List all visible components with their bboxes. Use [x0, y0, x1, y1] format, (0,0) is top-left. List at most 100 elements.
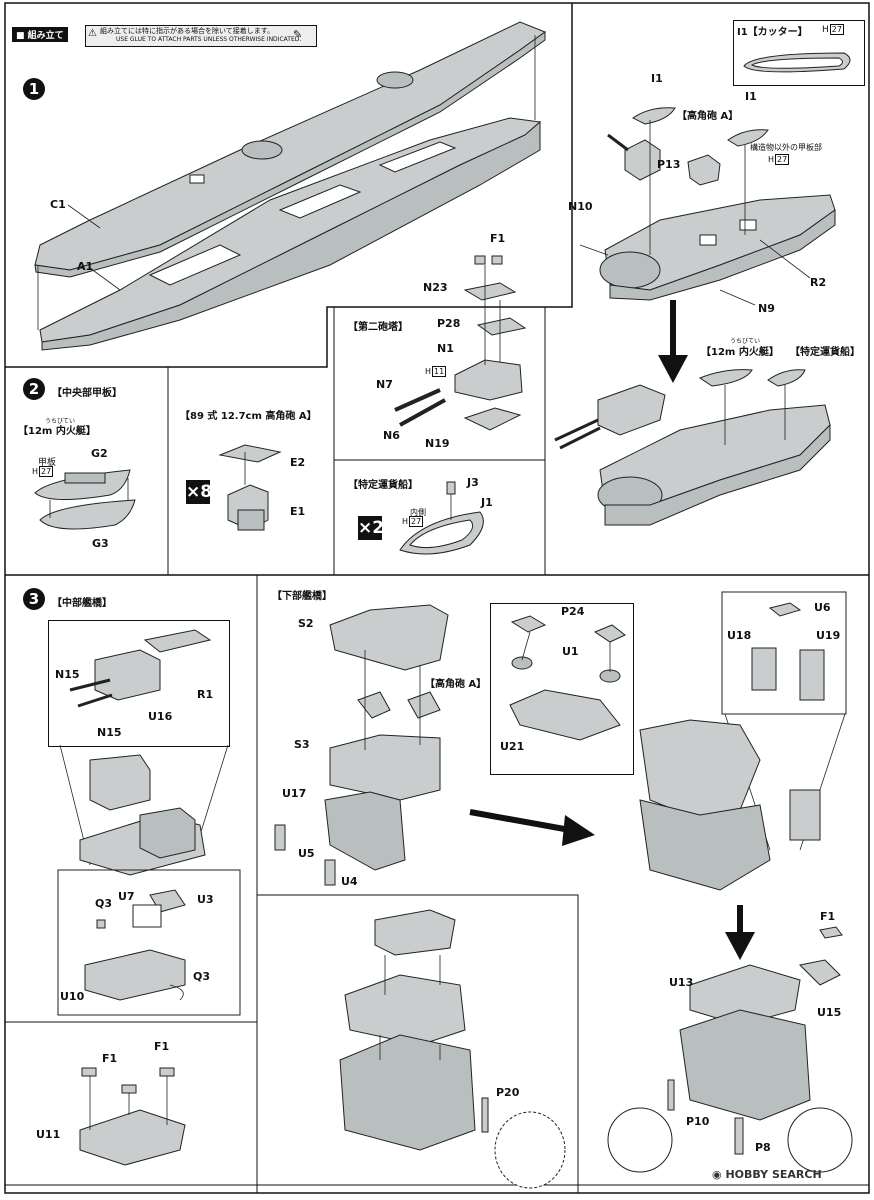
- label-kakaku-a: 【高角砲 A】: [677, 111, 739, 122]
- label-u21: U21: [500, 740, 525, 753]
- warning-icon: ⚠: [88, 28, 97, 39]
- notice-en: USE GLUE TO ATTACH PARTS UNLESS OTHERWIS…: [116, 36, 302, 43]
- label-n10: N10: [568, 200, 593, 213]
- label-u18: U18: [727, 629, 752, 642]
- u11-illustration: [79, 1067, 186, 1166]
- mid-bridge-detail-box: [48, 620, 230, 747]
- label-p28: P28: [437, 317, 461, 330]
- label-c1: C1: [50, 198, 66, 211]
- label-f1-b: F1: [154, 1040, 170, 1053]
- section-badge: ■ 組み立て: [12, 27, 68, 42]
- label-p13: P13: [657, 158, 681, 171]
- label-i1-b: I1: [745, 90, 757, 103]
- step2-boat-title: 【12m 内火艇】: [18, 426, 96, 437]
- label-u5: U5: [298, 847, 315, 860]
- label-p24: P24: [561, 605, 585, 618]
- step-3-marker: 3: [23, 588, 45, 610]
- label-u13: U13: [669, 976, 694, 989]
- label-n7: N7: [376, 378, 393, 391]
- label-n23: N23: [423, 281, 448, 294]
- gun-title: 【89 式 12.7cm 高角砲 A】: [180, 411, 317, 422]
- label-n15-a: N15: [55, 668, 80, 681]
- label-u11: U11: [36, 1128, 61, 1141]
- watermark: ◉ HOBBY SEARCH: [712, 1168, 822, 1181]
- notice-box: ⚠ 組み立てには特に指示がある場合を除いて接着します。 USE GLUE TO …: [85, 25, 317, 47]
- turret-title: 【第二砲塔】: [348, 322, 408, 333]
- label-g2: G2: [91, 447, 108, 460]
- label-p8: P8: [755, 1141, 771, 1154]
- label-g3: G3: [92, 537, 109, 550]
- label-u15: U15: [817, 1006, 842, 1019]
- watermark-logo-icon: ◉: [712, 1168, 726, 1181]
- label-cargo-boat: 【特定運貨船】: [790, 347, 860, 358]
- label-s2: S2: [298, 617, 314, 630]
- label-u10: U10: [60, 990, 85, 1003]
- label-f1-c: F1: [820, 910, 836, 923]
- lower-bridge-title: 【下部艦橋】: [272, 591, 332, 602]
- step2-ruby: うちびてい: [45, 418, 76, 425]
- label-f1-a: F1: [102, 1052, 118, 1065]
- u21-detail-box: [490, 603, 634, 775]
- label-j1: J1: [481, 496, 493, 509]
- label-u7: U7: [118, 890, 135, 903]
- turret-illustration: [394, 255, 527, 431]
- label-e1: E1: [290, 505, 306, 518]
- label-u1: U1: [562, 645, 579, 658]
- notice-jp: 組み立てには特に指示がある場合を除いて接着します。: [100, 27, 275, 35]
- glue-icon: ✎: [293, 28, 303, 41]
- label-p10: P10: [686, 1115, 710, 1128]
- label-a1: A1: [77, 260, 94, 273]
- label-u17: U17: [282, 787, 307, 800]
- gun-multiplier: ×8: [186, 480, 213, 504]
- label-r1: R1: [197, 688, 214, 701]
- cargo-illustration: [399, 481, 484, 555]
- label-boat-12m: 【12m 内火艇】: [701, 347, 779, 358]
- label-u4: U4: [341, 875, 358, 888]
- cutter-icon: [743, 52, 851, 73]
- label-u19: U19: [816, 629, 841, 642]
- label-n1: N1: [437, 342, 454, 355]
- label-n15-b: N15: [97, 726, 122, 739]
- cargo-multiplier: ×2: [358, 516, 385, 540]
- label-n6: N6: [383, 429, 400, 442]
- cargo-title: 【特定運貨船】: [348, 480, 418, 491]
- label-u3: U3: [197, 893, 214, 906]
- label-e2: E2: [290, 456, 306, 469]
- label-j3: J3: [467, 476, 479, 489]
- mid-bridge-title: 【中部艦橋】: [52, 598, 112, 609]
- label-q3-b: Q3: [193, 970, 211, 983]
- gun-illustration: [218, 444, 282, 531]
- step-2-marker: 2: [23, 378, 45, 400]
- stern-deck-illustration: [554, 107, 836, 526]
- label-i1-a: I1: [651, 72, 663, 85]
- hull-illustration: [34, 21, 547, 351]
- label-q3-a: Q3: [95, 897, 113, 910]
- label-u6: U6: [814, 601, 831, 614]
- label-naisoku: 内側: [410, 508, 426, 517]
- mid-bridge-illustration: [57, 629, 241, 1016]
- label-n19: N19: [425, 437, 450, 450]
- label-kanban: 甲板: [38, 458, 57, 468]
- label-f1-turret: F1: [490, 232, 506, 245]
- label-s3: S3: [294, 738, 310, 751]
- step-1-marker: 1: [23, 78, 45, 100]
- ruby-uchibi: うちびてい: [730, 338, 761, 345]
- cutter-title: I1【カッター】: [737, 27, 808, 38]
- label-r2: R2: [810, 276, 827, 289]
- label-u16: U16: [148, 710, 173, 723]
- label-p20: P20: [496, 1086, 520, 1099]
- step2-title: 【中央部甲板】: [52, 388, 122, 399]
- boat-12m-illustration: [34, 469, 136, 530]
- label-n9: N9: [758, 302, 775, 315]
- label-deck-note: 構造物以外の甲板部: [750, 143, 822, 152]
- label-lower-kakaku: 【高角砲 A】: [425, 679, 487, 690]
